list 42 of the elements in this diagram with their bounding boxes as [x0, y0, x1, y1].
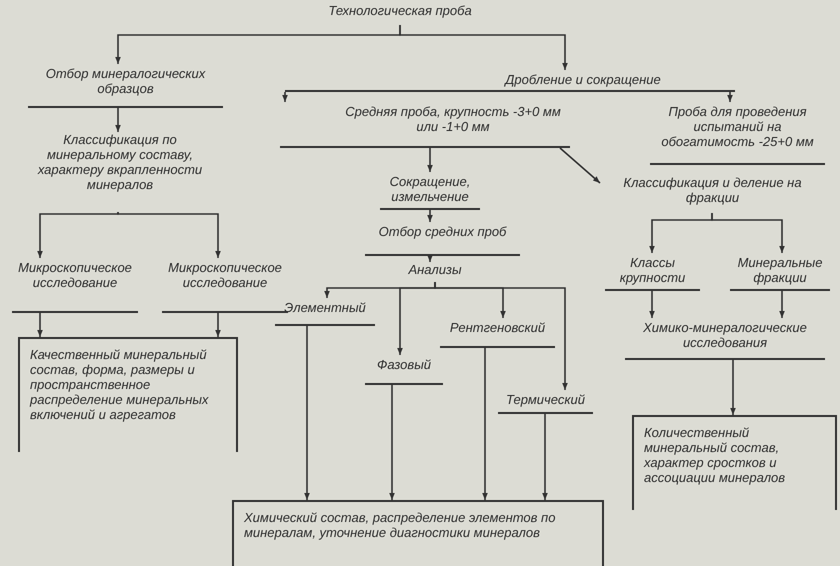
underlined-label: Отбор минералогических образцов — [28, 64, 223, 108]
underlined-label: Минеральные фракции — [730, 253, 830, 291]
text-label: Анализы — [395, 262, 475, 282]
arrow — [427, 255, 433, 262]
text-label: Классификация по минеральному составу, характеру вкрапленности минералов — [30, 132, 210, 212]
underlined-label: Дробление и сокращение — [285, 70, 735, 92]
result-box: Химический состав, распределение элементов по минералам, уточнение диагностики минералов — [232, 500, 604, 566]
underlined-label: Сокращение, измельчение — [380, 172, 480, 210]
result-box: Качественный минеральный состав, форма, размеры и пространственное распределение минеральных включений и агрегатов — [18, 337, 238, 452]
arrow — [542, 414, 548, 500]
arrow — [427, 148, 433, 172]
arrow — [215, 313, 221, 337]
arrow — [482, 348, 488, 500]
arrow — [115, 108, 121, 132]
text-label: Классификация и деление на фракции — [600, 175, 825, 213]
underlined-label: Средняя проба, крупность -3+0 мм или -1+0 мм — [280, 102, 570, 148]
arrow — [779, 291, 785, 318]
underlined-label: Проба для проведения испытаний на обогатимость -25+0 мм — [650, 102, 825, 165]
arrow — [37, 313, 43, 337]
underlined-label: Термический — [498, 390, 593, 414]
arrow — [282, 92, 288, 102]
arrow — [37, 212, 119, 258]
arrow — [559, 147, 601, 184]
underlined-label: Отбор средних проб — [365, 222, 520, 256]
text-label: Технологическая проба — [240, 3, 560, 25]
arrow — [304, 326, 310, 500]
underlined-label: Элементный — [275, 298, 375, 326]
result-box: Количественный минеральный состав, характер сростков и ассоциации минералов — [632, 415, 837, 510]
underlined-label: Микроскопическое исследование — [12, 258, 138, 313]
arrow — [727, 92, 733, 102]
underlined-label: Рентгеновский — [440, 318, 555, 348]
arrow — [649, 291, 655, 318]
arrow — [389, 385, 395, 500]
underlined-label: Химико-минералогические исследования — [625, 318, 825, 360]
arrow — [434, 282, 568, 390]
underlined-label: Фазовый — [365, 355, 443, 385]
arrow — [730, 360, 736, 415]
underlined-label: Классы крупности — [605, 253, 700, 291]
arrow — [399, 25, 568, 70]
arrow — [117, 212, 221, 258]
arrow — [427, 210, 433, 222]
arrow — [711, 213, 785, 253]
